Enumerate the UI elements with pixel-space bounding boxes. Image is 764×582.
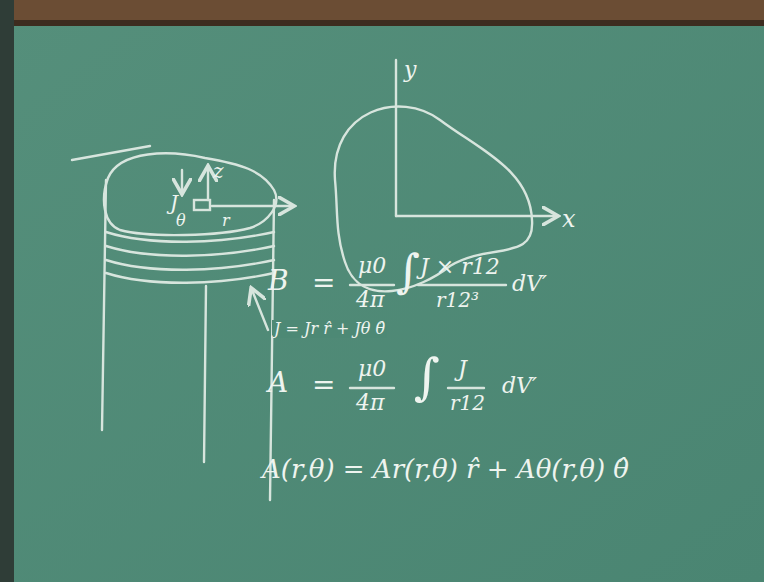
equation-term: = (312, 370, 335, 401)
vector-label: J (170, 192, 178, 214)
equation-term: 4π (356, 288, 384, 312)
equation-term: J × r12 (420, 255, 500, 279)
equation-term: dV′ (512, 272, 547, 296)
equation-term: A (268, 368, 288, 399)
axis-label: x (562, 206, 576, 232)
equation-term: J (458, 357, 467, 381)
equation-term: r12³ (436, 289, 479, 311)
equation-term: μ0 (358, 254, 386, 278)
integral-sign: ∫ (396, 246, 420, 297)
coordinate-label: θ (176, 212, 186, 230)
equation-term: r12 (450, 392, 485, 414)
equation-term: dV′ (502, 374, 537, 398)
chalk-sketch (72, 60, 556, 500)
current-equation: J = Jr r̂ + Jθ θ̂ (272, 320, 387, 338)
coordinate-label: r (222, 212, 230, 230)
equation-term: μ0 (358, 357, 386, 381)
axis-label: z (213, 160, 224, 182)
equation-term: = (312, 268, 335, 299)
equation-term: 4π (356, 391, 384, 415)
equation: A(r,θ) = Ar(r,θ) r̂ + Aθ(r,θ) θ̂ (262, 455, 629, 484)
equation-term: B (268, 266, 289, 297)
axis-label: y (404, 58, 416, 82)
integral-sign: ∫ (414, 350, 440, 405)
